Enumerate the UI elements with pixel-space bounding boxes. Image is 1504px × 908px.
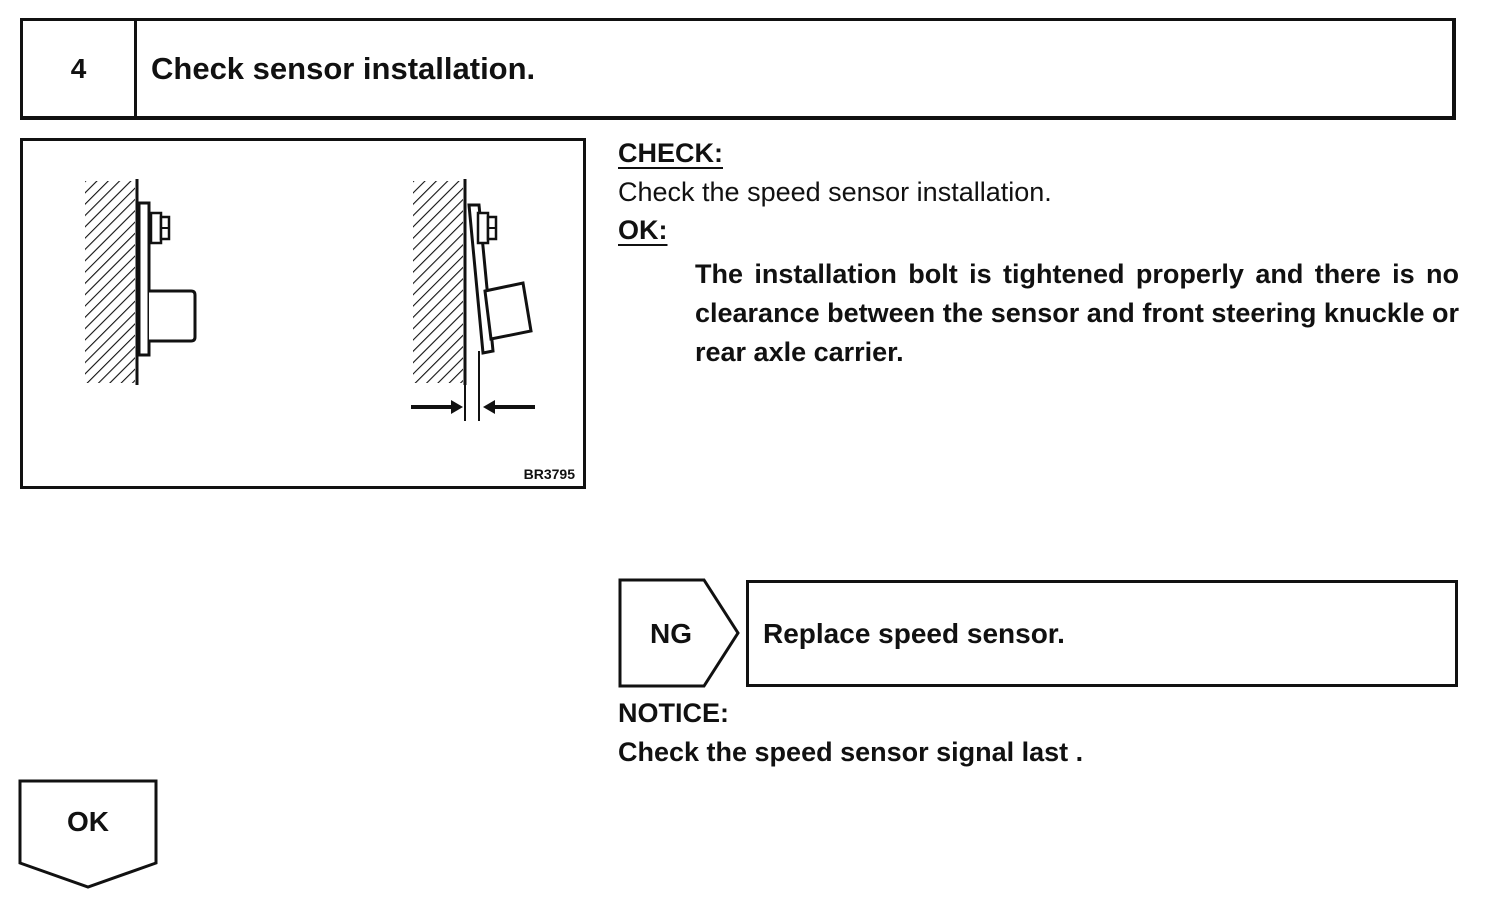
- notice-heading: NOTICE:: [618, 698, 729, 728]
- figure-code: BR3795: [523, 466, 575, 482]
- step-title: Check sensor installation.: [151, 50, 536, 86]
- ok-arrow-icon: [18, 779, 158, 889]
- notice-text: Check the speed sensor signal last .: [618, 737, 1084, 767]
- ok-heading: OK:: [618, 215, 668, 245]
- ok-criteria-text: The installation bolt is tightened prope…: [695, 259, 1459, 367]
- ng-action-box: Replace speed sensor.: [746, 580, 1458, 687]
- clearance-installation-icon: [411, 179, 535, 421]
- ng-branch-label: NG: [650, 617, 692, 649]
- check-text: Check the speed sensor installation.: [618, 177, 1052, 207]
- check-heading: CHECK:: [618, 138, 723, 168]
- step-header: 4 Check sensor installation.: [20, 18, 1456, 120]
- correct-installation-icon: [85, 179, 197, 385]
- ng-action-text: Replace speed sensor.: [763, 617, 1065, 649]
- sensor-diagram-icon: [85, 179, 535, 421]
- step-number: 4: [23, 21, 137, 116]
- ok-branch-label: OK: [67, 806, 109, 837]
- sensor-illustration: BR3795: [20, 138, 586, 489]
- ng-arrow-icon: [618, 578, 740, 688]
